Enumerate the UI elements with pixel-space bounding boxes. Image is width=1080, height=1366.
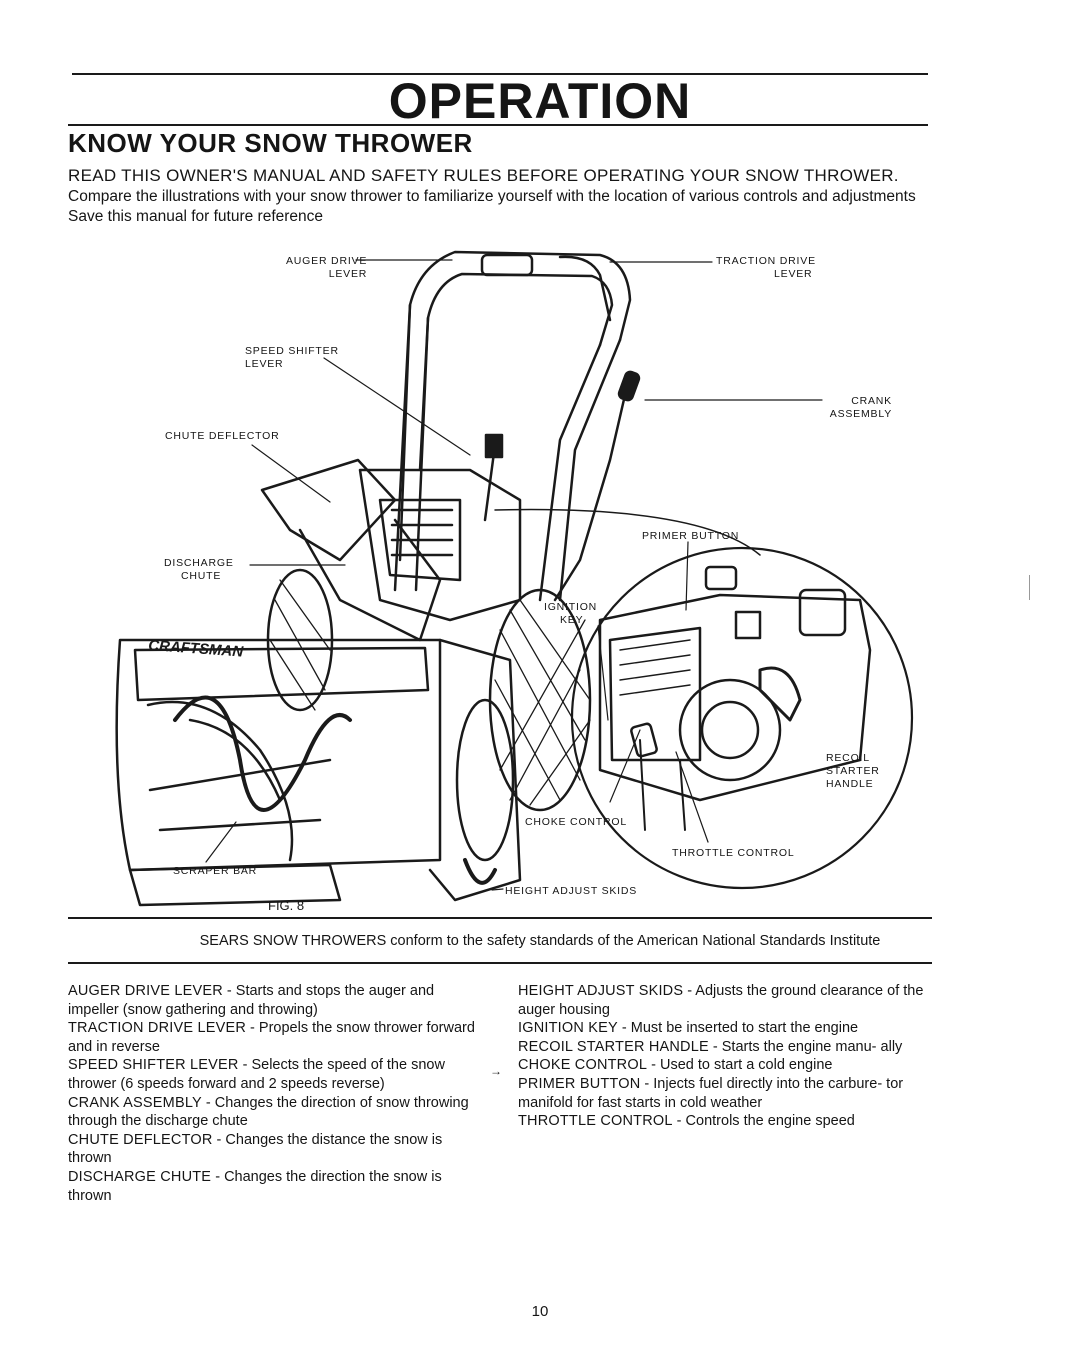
housing-side-plate — [428, 638, 522, 902]
crank-rod — [553, 393, 627, 602]
desc-discharge-chute: DISCHARGE CHUTE - Changes the direction … — [68, 1168, 442, 1204]
leader-throttle — [675, 751, 709, 843]
title-rule — [68, 124, 928, 126]
intro-lead: READ THIS OWNER'S MANUAL AND SAFETY RULE… — [68, 166, 899, 185]
leader-ignition — [597, 625, 609, 721]
label-throttle-control: THROTTLE CONTROL — [672, 847, 795, 859]
height-adjust-skid — [463, 858, 497, 885]
desc-ignition-key: IGNITION KEY - Must be inserted to start… — [518, 1020, 859, 1037]
left-wheel — [266, 568, 334, 712]
snow-thrower-illustration: CRAFTSMAN — [115, 250, 914, 907]
standards-note: SEARS SNOW THROWERS conform to the safet… — [199, 933, 881, 949]
label-traction-drive-lever: TRACTION DRIVE LEVER — [716, 255, 816, 280]
leader-scraper — [205, 821, 237, 863]
desc-recoil-starter-handle: RECOIL STARTER HANDLE - Starts the engin… — [518, 1038, 903, 1055]
label-crank-assembly: CRANK ASSEMBLY — [829, 395, 892, 420]
desc-height-adjust-skids: HEIGHT ADJUST SKIDS - Adjusts the ground… — [518, 983, 924, 1018]
label-chute-deflector: CHUTE DEFLECTOR — [165, 430, 280, 442]
label-discharge-chute: DISCHARGE CHUTE — [164, 557, 234, 582]
label-auger-drive-lever: AUGER DRIVE LEVER — [286, 255, 368, 280]
label-height-adjust-skids: HEIGHT ADJUST SKIDS — [505, 885, 638, 897]
continuation-arrow-icon: → — [490, 1064, 502, 1078]
auger-lever-shape — [480, 253, 534, 277]
intro-paragraph: READ THIS OWNER'S MANUAL AND SAFETY RULE… — [68, 166, 928, 227]
engine-block — [358, 468, 522, 622]
desc-chute-deflector: CHUTE DEFLECTOR - Changes the distance t… — [68, 1131, 443, 1167]
top-rule — [72, 73, 928, 75]
standards-bottom-rule — [68, 962, 932, 964]
desc-speed-shifter-lever: SPEED SHIFTER LEVER - Selects the speed … — [68, 1057, 445, 1092]
label-speed-shifter-lever: SPEED SHIFTER LEVER — [245, 345, 339, 370]
label-recoil-starter-handle: RECOIL STARTER HANDLE — [826, 752, 880, 790]
page-number: 10 — [531, 1303, 549, 1320]
auger-housing — [115, 638, 442, 872]
engine-detail-circle — [570, 546, 914, 890]
descriptions-right-column: HEIGHT ADJUST SKIDS - Adjusts the ground… — [518, 982, 935, 1131]
page-subtitle: KNOW YOUR SNOW THROWER — [68, 128, 473, 158]
handle-bar-outline — [393, 250, 632, 592]
label-primer-button: PRIMER BUTTON — [642, 530, 740, 542]
descriptions-left-column: AUGER DRIVE LEVER - Starts and stops the… — [68, 982, 483, 1205]
ignition-key-shape — [734, 610, 762, 640]
desc-auger-drive-lever: AUGER DRIVE LEVER - Starts and stops the… — [68, 983, 435, 1018]
brand-logo: CRAFTSMAN — [148, 637, 245, 661]
leader-speed-shifter — [323, 357, 471, 456]
primer-button-shape — [704, 565, 738, 591]
section-title: OPERATION — [388, 73, 692, 129]
desc-choke-control: CHOKE CONTROL - Used to start a cold eng… — [518, 1057, 833, 1074]
leader-height — [491, 888, 504, 891]
desc-primer-button: PRIMER BUTTON - Injects fuel directly in… — [518, 1075, 904, 1111]
leader-primer — [685, 541, 689, 611]
recoil-handle-shape — [758, 666, 802, 722]
desc-traction-drive-lever: TRACTION DRIVE LEVER - Propels the snow … — [68, 1020, 475, 1055]
scan-margin-mark — [1029, 575, 1030, 600]
label-scraper-bar: SCRAPER BAR — [173, 865, 258, 877]
label-choke-control: CHOKE CONTROL — [525, 816, 627, 828]
label-ignition-key: IGNITION KEY — [544, 601, 598, 626]
leader-chute-deflector — [251, 444, 331, 503]
figure-caption: FIG. 8 — [268, 898, 305, 913]
desc-throttle-control: THROTTLE CONTROL - Controls the engine s… — [518, 1113, 855, 1130]
figure-bottom-rule — [68, 917, 932, 919]
intro-text: Compare the illustrations with your snow… — [68, 188, 916, 225]
desc-crank-assembly: CRANK ASSEMBLY - Changes the direction o… — [68, 1094, 469, 1130]
leader-choke — [609, 729, 641, 803]
chute-deflector-shape — [260, 458, 397, 562]
